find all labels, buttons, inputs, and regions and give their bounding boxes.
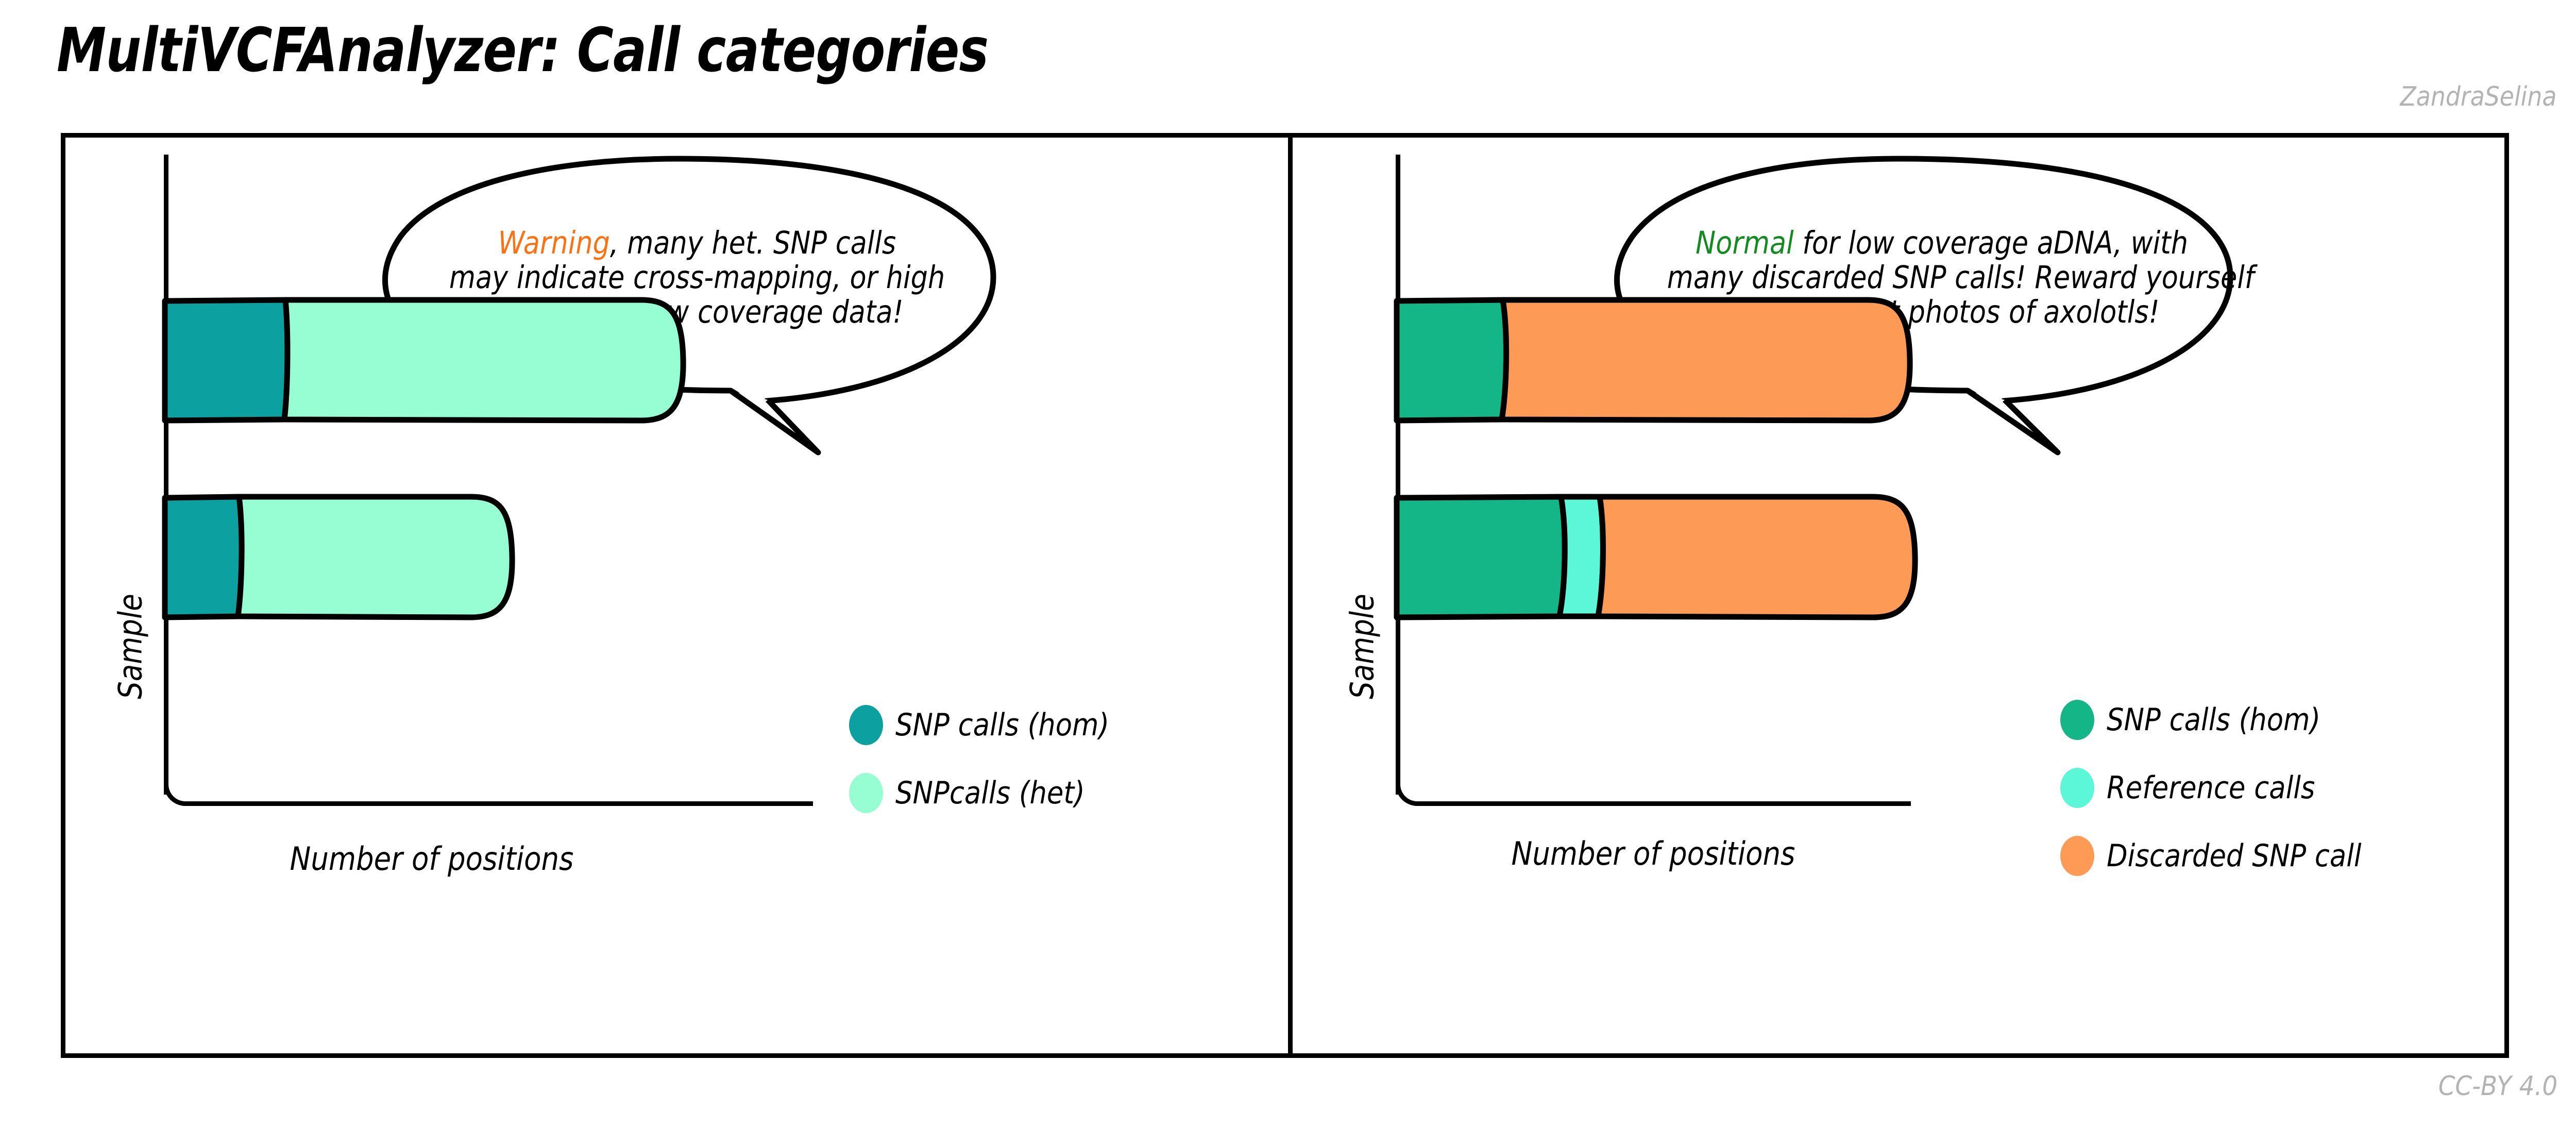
legend-item-snp-het[interactable]: SNPcalls (het) [849,773,1139,813]
license-label: CC-BY 4.0 [2438,1071,2557,1102]
legend-swatch-snp-hom [2060,700,2094,740]
bar-group-left-sample-1 [162,297,686,424]
legend-item-snp-hom[interactable]: SNP calls (hom) [2060,700,2396,740]
attribution-credit: ZandraSelina [2400,81,2556,112]
bubble-highlight-right: Normal [1696,225,1794,261]
page-title: MultiVCFAnalyzer: Call categories [57,14,989,86]
bar-group-left-sample-2 [162,494,515,620]
legend-label-snp-hom: SNP calls (hom) [2107,702,2321,738]
y-axis-left [164,155,168,795]
y-axis-label-left: Sample [111,594,149,699]
bubble-line-left-2: may indicate cross-mapping, or high [449,259,945,296]
legend-label-snp-hom: SNP calls (hom) [895,707,1110,743]
legend-swatch-discarded-snp [2060,836,2094,876]
panel-divider [1288,133,1293,1058]
bubble-text-left: Warning, many het. SNP calls may indicat… [443,226,952,329]
legend-swatch-snp-het [849,773,883,813]
axis-corner-right [1396,783,1418,806]
bar-group-right-sample-2 [1394,494,1918,620]
x-axis-label-right: Number of positions [1511,835,1795,872]
x-axis-right [1416,801,1911,806]
x-axis-left [184,801,813,806]
x-axis-label-left: Number of positions [290,840,574,878]
y-axis-label-right: Sample [1343,594,1381,699]
bubble-text-right: Normal for low coverage aDNA, with many … [1667,225,2255,329]
legend-item-reference-calls[interactable]: Reference calls [2060,768,2396,808]
legend-label-discarded-snp: Discarded SNP call [2107,838,2362,874]
legend-left: SNP calls (hom) SNPcalls (het) [849,705,1139,841]
bubble-line-right-1: for low coverage aDNA, with [1793,225,2188,261]
y-axis-right [1396,155,1400,795]
panel-right: Normal for low coverage aDNA, with many … [1293,133,2509,1058]
legend-swatch-reference-calls [2060,768,2094,808]
legend-label-snp-het: SNPcalls (het) [895,775,1085,811]
panel-left: Warning, many het. SNP calls may indicat… [61,133,1293,1058]
legend-right: SNP calls (hom) Reference calls Discarde… [2060,700,2396,904]
bubble-line-left-1: , many het. SNP calls [609,225,896,261]
bar-group-right-sample-1 [1394,297,1913,424]
legend-item-snp-hom[interactable]: SNP calls (hom) [849,705,1139,745]
bubble-line-right-2: many discarded SNP calls! Reward yoursel… [1667,259,2255,296]
bubble-highlight-left: Warning [498,225,610,261]
axis-corner-left [164,783,187,806]
legend-swatch-snp-hom [849,705,883,745]
legend-item-discarded-snp[interactable]: Discarded SNP call [2060,836,2396,876]
legend-label-reference-calls: Reference calls [2107,770,2315,806]
